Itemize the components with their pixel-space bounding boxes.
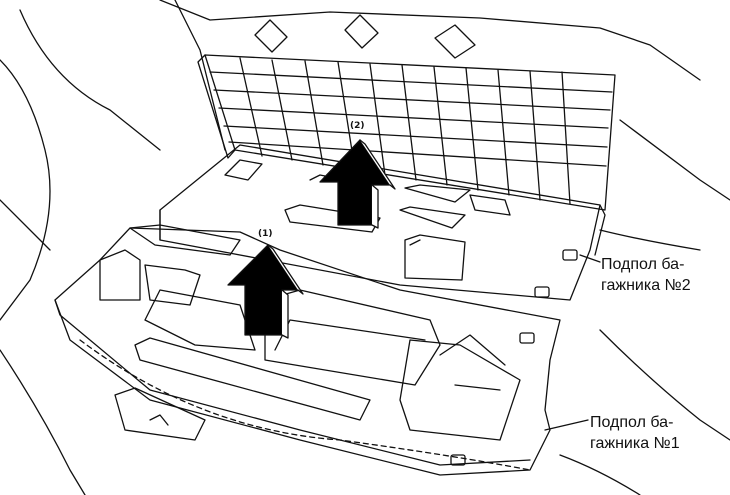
up-arrow-icon [227,244,299,336]
lift-arrow-1 [227,244,304,339]
callout-trunk-floor-2-line2: гажника №2 [601,277,691,294]
rear-seat-grid [197,54,616,211]
callout-trunk-floor-2-line1: Подпол ба- [601,256,685,273]
callout-trunk-floor-1-line2: гажника №1 [590,435,680,452]
step-1-label: (1) [258,229,273,239]
callout-trunk-floor-2: Подпол ба- гажника №2 [601,254,691,296]
lift-arrow-2 [319,139,396,229]
trunk-floor-panel-1 [54,224,561,476]
step-2-label: (2) [350,121,365,131]
trunk-floor-panel-2 [159,144,606,301]
callout-trunk-floor-1: Подпол ба- гажника №1 [590,412,680,454]
leader-lines [544,254,601,431]
up-arrow-icon [319,139,391,226]
callout-trunk-floor-1-line1: Подпол ба- [590,414,674,431]
